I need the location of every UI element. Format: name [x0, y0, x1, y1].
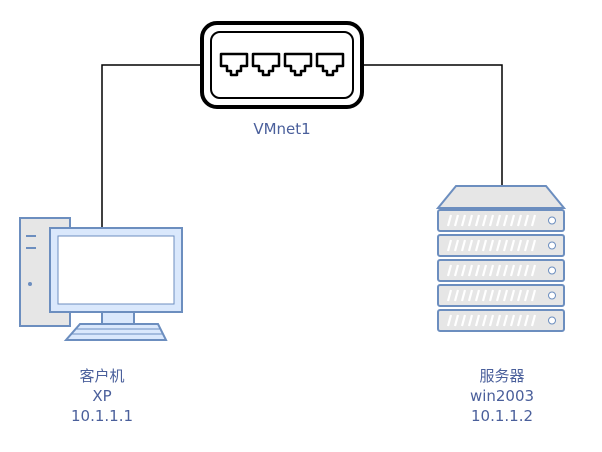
- switch-port-icon: [251, 52, 281, 77]
- server-top: [435, 185, 567, 209]
- switch-port-icon: [283, 52, 313, 77]
- server-ip: 10.1.1.2: [471, 407, 533, 425]
- link-client-switch: [101, 64, 206, 228]
- server-unit: [437, 234, 565, 257]
- server-name: 服务器: [479, 367, 524, 385]
- switch-icon[interactable]: [200, 21, 364, 109]
- server-unit: [437, 259, 565, 282]
- switch-label: VMnet1: [253, 120, 310, 138]
- server-os: win2003: [470, 387, 534, 405]
- server-unit: [437, 284, 565, 307]
- link-server-switch: [362, 64, 503, 186]
- server-rack-icon[interactable]: [435, 185, 567, 332]
- switch-port-icon: [219, 52, 249, 77]
- switch-ports: [219, 52, 345, 77]
- switch-port-icon: [315, 52, 345, 77]
- server-unit: [437, 209, 565, 232]
- pc-screen: [57, 235, 175, 305]
- client-os: XP: [92, 387, 111, 405]
- server-unit: [437, 309, 565, 332]
- pc-keyboard: [63, 323, 168, 341]
- client-computer-icon[interactable]: [19, 217, 183, 341]
- client-name: 客户机: [79, 367, 124, 385]
- client-ip: 10.1.1.1: [71, 407, 133, 425]
- server-units: [437, 209, 565, 332]
